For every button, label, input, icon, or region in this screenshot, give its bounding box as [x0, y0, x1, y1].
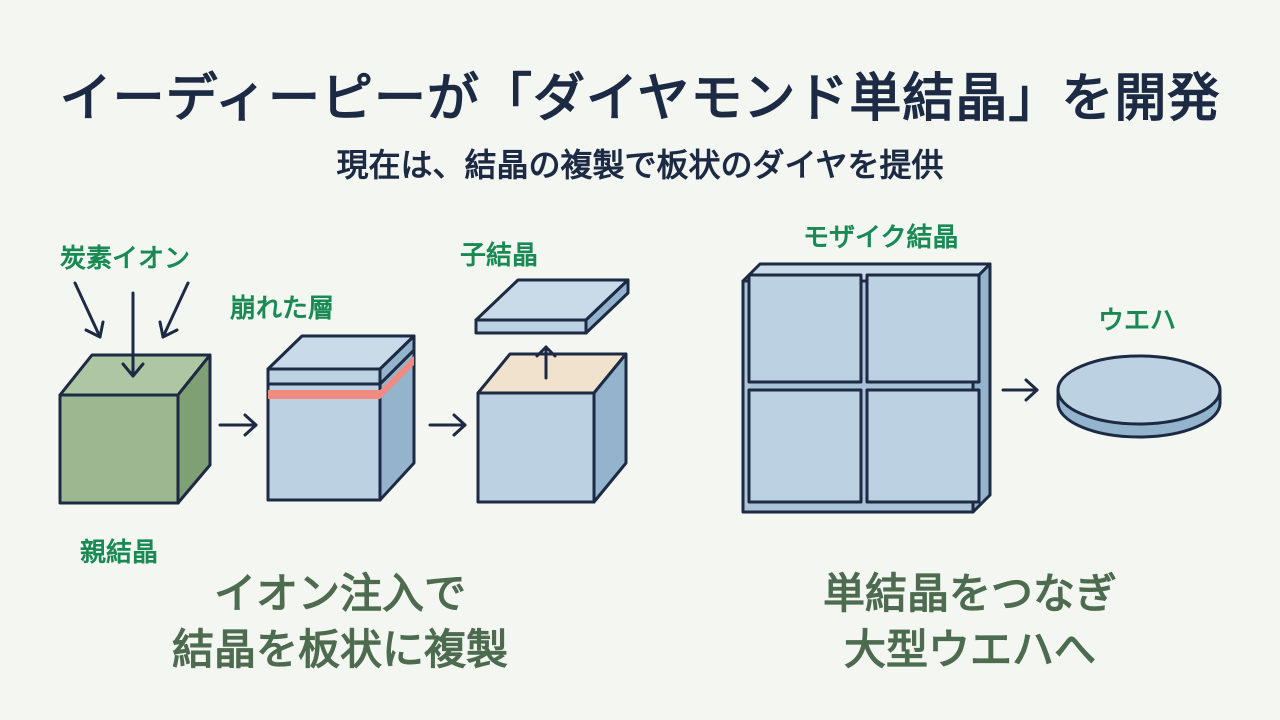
- damaged-layer-cube: [266, 334, 416, 502]
- caption-left: イオン注入で 結晶を板状に複製: [100, 566, 580, 678]
- label-child-crystal: 子結晶: [460, 241, 539, 271]
- arrow-right-3: [1001, 378, 1039, 402]
- remaining-crystal-cube: [476, 345, 628, 504]
- caption-right-line1: 単結晶をつなぎ: [822, 569, 1117, 618]
- label-carbon-ion: 炭素イオン: [60, 244, 191, 274]
- ion-arrows: [73, 281, 190, 378]
- caption-left-line2: 結晶を板状に複製: [171, 625, 508, 674]
- label-mosaic-crystal: モザイク結晶: [803, 223, 959, 253]
- caption-right: 単結晶をつなぎ 大型ウエハへ: [730, 566, 1210, 678]
- child-crystal-plate: [474, 278, 630, 335]
- caption-right-line2: 大型ウエハへ: [843, 625, 1096, 674]
- label-wafer: ウエハ: [1098, 306, 1177, 336]
- label-parent-crystal: 親結晶: [80, 538, 159, 568]
- wafer-disc: [1056, 354, 1222, 439]
- caption-left-line1: イオン注入で: [213, 569, 466, 618]
- page-subtitle: 現在は、結晶の複製で板状のダイヤを提供: [336, 146, 944, 184]
- arrow-right-2: [428, 413, 467, 437]
- parent-crystal-cube: [58, 353, 212, 505]
- arrow-right-1: [218, 413, 258, 437]
- mosaic-crystal: [741, 262, 992, 514]
- label-damaged-layer: 崩れた層: [230, 294, 335, 324]
- page-title: イーディーピーが「ダイヤモンド単結晶」を開発: [59, 69, 1221, 129]
